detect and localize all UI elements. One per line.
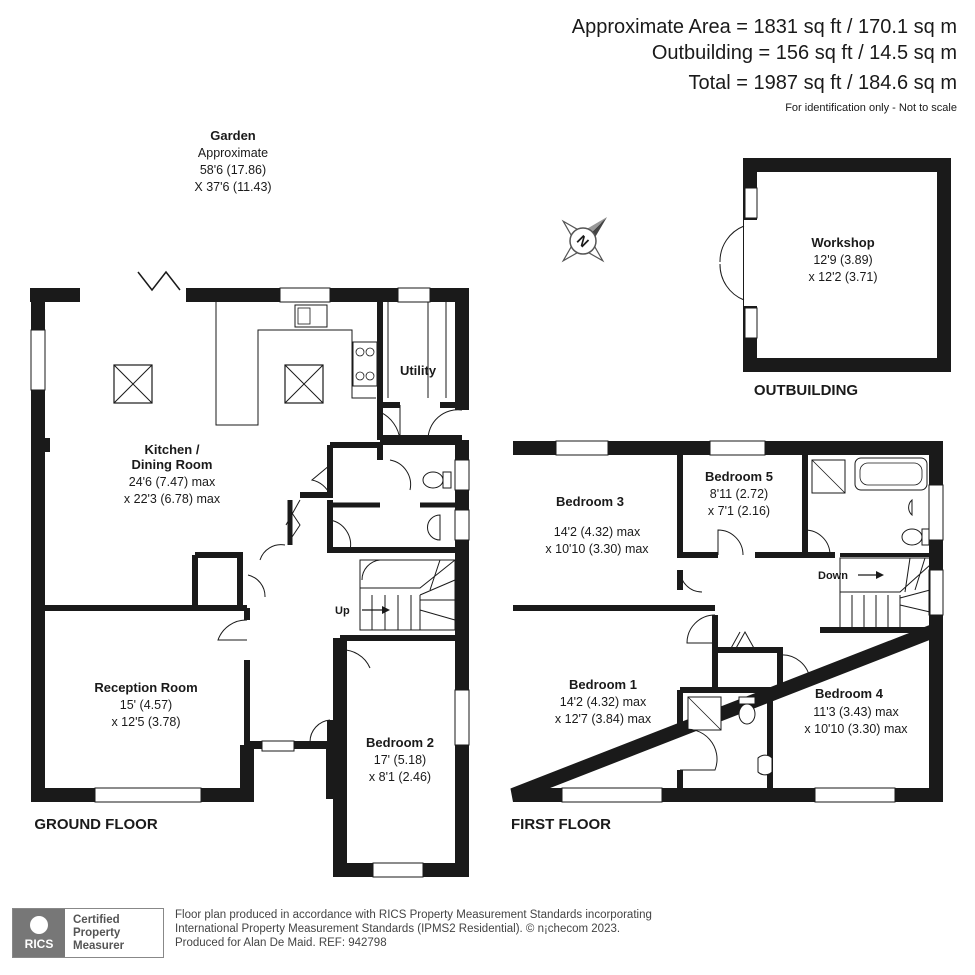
- reception-name: Reception Room: [94, 680, 197, 695]
- first-outer-wall: [510, 441, 943, 802]
- garden-line2: 58'6 (17.86): [200, 163, 266, 177]
- first-stairs: Down: [818, 557, 931, 631]
- workshop-door-gap: [744, 220, 758, 306]
- first-floor-plan: Down Bedroom 3 14'2 (4.32) max x 10'10 (…: [510, 440, 944, 833]
- window: [928, 569, 944, 616]
- bath-icon: [854, 457, 928, 491]
- workshop-window: [744, 187, 758, 219]
- workshop-name: Workshop: [811, 235, 874, 250]
- outbuilding-label: OUTBUILDING: [754, 382, 858, 399]
- stairs-up-label: Up: [335, 605, 350, 617]
- skylight-icon: [113, 364, 153, 404]
- window: [555, 440, 609, 456]
- rics-badge-line2: Property: [73, 926, 121, 939]
- window: [709, 440, 766, 456]
- reception-dim1: 15' (4.57): [120, 698, 172, 712]
- garden-label: Garden Approximate 58'6 (17.86) X 37'6 (…: [194, 128, 271, 194]
- utility-name: Utility: [400, 363, 437, 378]
- bedroom1-dim1: 14'2 (4.32) max: [560, 695, 647, 709]
- basin-icon: [757, 754, 773, 776]
- window: [279, 287, 331, 303]
- window: [372, 862, 424, 878]
- rics-badge-text: Certified Property Measurer: [65, 914, 124, 953]
- ground-floor-plan: Up: [30, 270, 470, 878]
- bedroom4-dim1: 11'3 (3.43) max: [813, 705, 899, 719]
- bedroom5-name: Bedroom 5: [705, 469, 773, 484]
- toilet-icon: [738, 703, 756, 725]
- stairs-down-label: Down: [818, 570, 848, 582]
- outbuilding-plan: Workshop 12'9 (3.89) x 12'2 (3.71) OUTBU…: [719, 158, 951, 399]
- bedroom2-dim2: x 8'1 (2.46): [369, 770, 431, 784]
- sink-icon: [294, 304, 328, 328]
- window: [561, 787, 663, 803]
- compass-icon: N: [561, 216, 608, 263]
- footer-notes: Floor plan produced in accordance with R…: [175, 908, 652, 950]
- door-swings: [217, 405, 463, 743]
- basin-icon: [427, 514, 441, 541]
- bedroom5-dim2: x 7'1 (2.16): [708, 504, 770, 518]
- toilet-icon: [901, 528, 923, 546]
- area-summary: Approximate Area = 1831 sq ft / 170.1 sq…: [572, 14, 957, 114]
- workshop-door-swing: [719, 263, 745, 301]
- rics-badge-line1: Certified: [73, 913, 120, 926]
- bedroom3-dim1: 14'2 (4.32) max: [554, 525, 641, 539]
- bedroom4-name: Bedroom 4: [815, 686, 884, 701]
- kitchen-name1: Kitchen /: [145, 442, 200, 457]
- ground-floor-label: GROUND FLOOR: [34, 816, 157, 833]
- bedroom5-dim1: 8'11 (2.72): [710, 487, 768, 501]
- bedroom1-name: Bedroom 1: [569, 677, 637, 692]
- workshop-window: [744, 307, 758, 339]
- workshop-door-swing: [719, 225, 745, 263]
- window: [814, 787, 896, 803]
- window: [928, 484, 944, 541]
- workshop-dim2: x 12'2 (3.71): [808, 270, 877, 284]
- rics-logo: RICS: [13, 909, 65, 957]
- basin-icon: [908, 498, 913, 517]
- bedroom1-dim2: x 12'7 (3.84) max: [555, 712, 652, 726]
- window: [94, 787, 202, 803]
- bedroom4-dim2: x 10'10 (3.30) max: [804, 722, 908, 736]
- outbuilding-area-text: Outbuilding = 156 sq ft / 14.5 sq m: [651, 42, 957, 64]
- ground-stairs: Up: [335, 559, 456, 631]
- first-floor-label: FIRST FLOOR: [511, 816, 611, 833]
- toilet-icon: [422, 471, 444, 489]
- bedroom3-dim2: x 10'10 (3.30) max: [545, 542, 649, 556]
- reception-dim2: x 12'5 (3.78): [111, 715, 180, 729]
- disclaimer-text: For identification only - Not to scale: [785, 102, 957, 114]
- kitchen-units: [215, 302, 447, 426]
- door-swings: [679, 529, 831, 771]
- rics-logo-text: RICS: [24, 936, 54, 951]
- footer-line3: Produced for Alan De Maid. REF: 942798: [175, 937, 387, 949]
- window: [454, 509, 470, 541]
- approx-area-text: Approximate Area = 1831 sq ft / 170.1 sq…: [571, 16, 957, 38]
- rics-badge-line3: Measurer: [73, 939, 125, 952]
- garden-line1: Approximate: [198, 146, 268, 160]
- bifold-door: [137, 270, 181, 292]
- footer-line1: Floor plan produced in accordance with R…: [175, 909, 652, 921]
- bedroom3-name: Bedroom 3: [556, 494, 624, 509]
- kitchen-dim2: x 22'3 (6.78) max: [124, 492, 221, 506]
- kitchen-name2: Dining Room: [132, 457, 213, 472]
- window: [30, 329, 46, 391]
- skylight-icon: [284, 364, 324, 404]
- garden-line3: X 37'6 (11.43): [194, 180, 271, 194]
- rics-badge: RICS Certified Property Measurer: [12, 908, 164, 958]
- rics-mark-icon: [30, 915, 48, 934]
- bedroom2-name: Bedroom 2: [366, 735, 434, 750]
- total-area-text: Total = 1987 sq ft / 184.6 sq m: [688, 72, 958, 94]
- bedroom2-dim1: 17' (5.18): [374, 753, 426, 767]
- window: [397, 287, 431, 303]
- garden-name: Garden: [210, 128, 256, 143]
- window: [454, 689, 470, 746]
- footer-line2: International Property Measurement Stand…: [175, 923, 621, 935]
- hob-icon: [352, 341, 378, 387]
- window: [454, 459, 470, 491]
- kitchen-dim1: 24'6 (7.47) max: [129, 475, 216, 489]
- workshop-dim1: 12'9 (3.89): [813, 253, 872, 267]
- entrance-window: [261, 740, 295, 752]
